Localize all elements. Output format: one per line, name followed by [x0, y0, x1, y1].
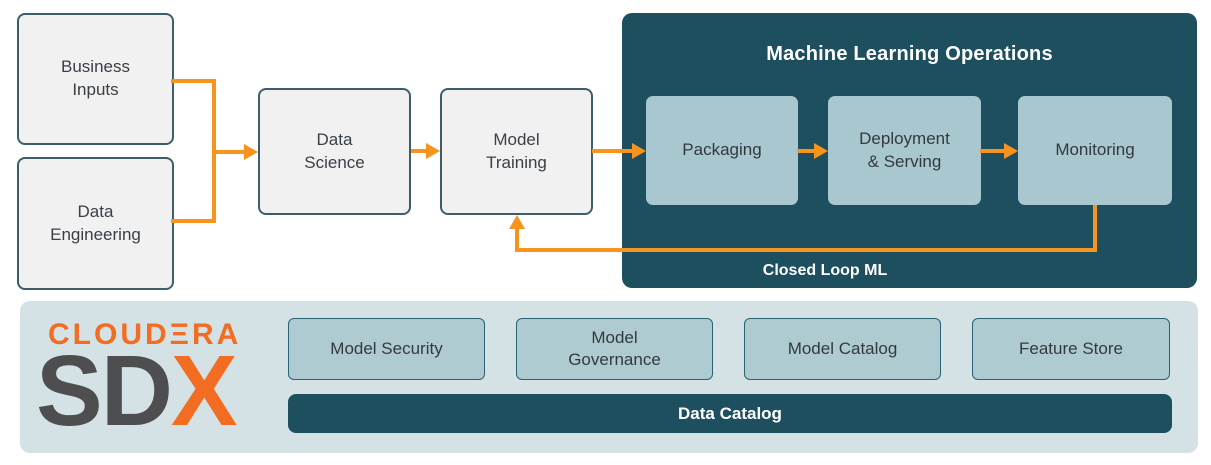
business-inputs-label: Business Inputs: [61, 57, 130, 99]
arrow-to-data-science-head: [244, 144, 258, 160]
data-science-box: Data Science: [258, 88, 411, 215]
arrow-data-science-to-model-training-stem: [411, 149, 428, 153]
business-inputs-box: Business Inputs: [17, 13, 174, 145]
monitoring-box: Monitoring: [1018, 96, 1172, 205]
deployment-serving-box: Deployment & Serving: [828, 96, 981, 205]
mlops-panel-title: Machine Learning Operations: [766, 43, 1053, 65]
sdx-panel: CLOUDΞRA SDX Model Security Model Govern…: [20, 301, 1198, 453]
model-governance-label: Model Governance: [568, 327, 661, 369]
sdx-logo-x: X: [170, 335, 238, 447]
arrow-model-training-to-packaging-stem: [592, 149, 634, 153]
closed-loop-ml-label: Closed Loop ML: [762, 262, 888, 279]
model-training-box: Model Training: [440, 88, 593, 215]
arrow-model-training-to-packaging-head: [632, 143, 646, 159]
model-security-label: Model Security: [330, 338, 443, 358]
arrow-packaging-to-deployment-stem: [797, 149, 816, 153]
data-science-label: Data Science: [304, 129, 365, 172]
model-catalog-label: Model Catalog: [787, 338, 898, 358]
model-catalog-box: Model Catalog: [744, 318, 941, 380]
model-security-box: Model Security: [288, 318, 485, 380]
arrow-deployment-to-monitoring-stem: [980, 149, 1006, 153]
arrow-data-engineering-out: [171, 219, 214, 223]
data-catalog-label: Data Catalog: [678, 403, 782, 423]
sdx-logo-sd: SD: [36, 335, 173, 447]
monitoring-label: Monitoring: [1055, 140, 1135, 160]
arrow-deployment-to-monitoring-head: [1004, 143, 1018, 159]
closed-loop-arrow-head: [509, 215, 525, 229]
data-engineering-box: Data Engineering: [17, 157, 174, 290]
sdx-logo: SDX: [36, 341, 238, 441]
closed-loop-arrow-up-segment: [515, 228, 519, 252]
packaging-box: Packaging: [646, 96, 798, 205]
model-training-label: Model Training: [486, 129, 547, 172]
model-governance-box: Model Governance: [516, 318, 713, 380]
closed-loop-arrow-down-segment: [1093, 205, 1097, 250]
data-catalog-bar: Data Catalog: [288, 394, 1172, 433]
arrow-to-data-science-stem: [212, 150, 246, 154]
feature-store-box: Feature Store: [972, 318, 1170, 380]
mlops-panel: Machine Learning Operations Packaging De…: [622, 13, 1197, 288]
closed-loop-arrow-horizontal-segment: [515, 248, 1097, 252]
deployment-serving-label: Deployment & Serving: [859, 128, 950, 171]
arrow-data-science-to-model-training-head: [426, 143, 440, 159]
cloudera-logo: CLOUDΞRA: [48, 318, 242, 351]
data-engineering-label: Data Engineering: [50, 201, 141, 244]
packaging-label: Packaging: [682, 140, 762, 160]
arrow-packaging-to-deployment-head: [814, 143, 828, 159]
feature-store-label: Feature Store: [1019, 338, 1123, 358]
arrow-business-inputs-out: [171, 79, 214, 83]
